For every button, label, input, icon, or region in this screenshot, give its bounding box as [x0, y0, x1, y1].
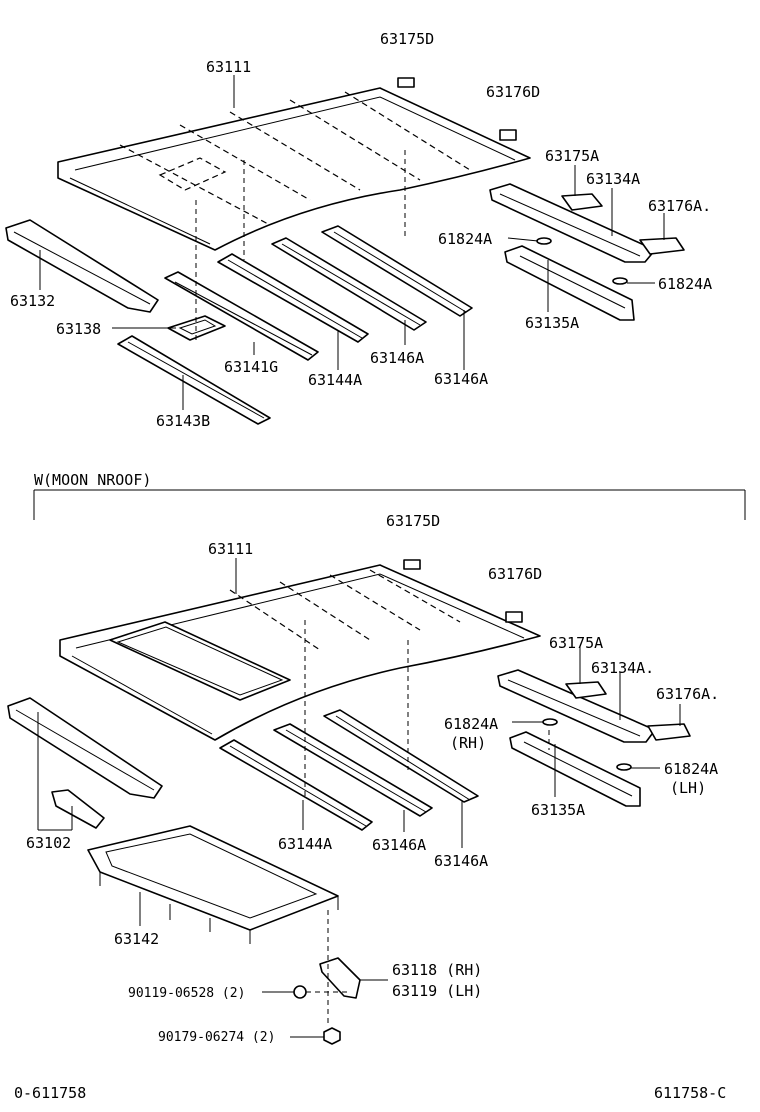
label-63132: 63132 [10, 292, 55, 310]
label-63146A-1: 63146A [370, 349, 424, 367]
roof-panel-63111 [57, 87, 531, 251]
rear-header-63134A-lower [497, 669, 691, 743]
label-63134A: 63134A [586, 170, 640, 188]
label-63175A-lower: 63175A [549, 634, 603, 652]
bow-63146A-2 [321, 225, 473, 317]
label-63175D: 63175D [380, 30, 434, 48]
label-rh: (RH) [450, 734, 486, 752]
rear-rail-63135A [504, 245, 635, 321]
upper-assembly [5, 75, 685, 425]
seal-61824A-lower-1 [542, 718, 558, 726]
label-63134A-lower: 63134A. [591, 659, 654, 677]
footer-left-code: 0-611758 [14, 1084, 86, 1102]
label-63111: 63111 [206, 58, 251, 76]
label-61824A-lower-2: 61824A [664, 760, 718, 778]
label-63146A-2: 63146A [434, 370, 488, 388]
clip-63176D-lower [505, 611, 523, 623]
label-63176A: 63176A. [648, 197, 711, 215]
nut-90179-06274 [323, 1027, 341, 1045]
label-63144A-lower: 63144A [278, 835, 332, 853]
label-63176A-lower: 63176A. [656, 685, 719, 703]
label-61824A-1: 61824A [438, 230, 492, 248]
rear-rail-63135A-lower [509, 731, 641, 807]
clip-63175D-lower [403, 559, 421, 570]
label-63146A-lower-1: 63146A [372, 836, 426, 854]
label-63118: 63118 (RH) [392, 961, 482, 979]
footer-right-code: 611758-C [654, 1084, 726, 1102]
clip-63176D [499, 129, 517, 141]
label-lh: (LH) [670, 779, 706, 797]
seal-61824A-lower-2 [616, 763, 632, 771]
clip-63175D [397, 77, 415, 88]
label-63138: 63138 [56, 320, 101, 338]
bow-63141G [164, 271, 319, 361]
label-63176D: 63176D [486, 83, 540, 101]
label-63141G: 63141G [224, 358, 278, 376]
roof-panel-moonroof-63111 [59, 564, 541, 741]
label-63135A: 63135A [525, 314, 579, 332]
bracket-63118-63119 [319, 957, 361, 999]
label-63102: 63102 [26, 834, 71, 852]
sunroof-housing-63142 [87, 825, 339, 944]
label-63143B: 63143B [156, 412, 210, 430]
seal-61824A-2 [612, 277, 628, 285]
front-header-63102 [7, 697, 163, 829]
label-61824A-lower-1: 61824A [444, 715, 498, 733]
moonroof-section-bracket [33, 489, 746, 520]
label-63135A-lower: 63135A [531, 801, 585, 819]
label-bolt-90119-06528: 90119-06528 (2) [128, 986, 245, 1001]
label-63144A: 63144A [308, 371, 362, 389]
rear-header-63134A [489, 183, 685, 263]
lower-assembly [7, 558, 691, 1045]
label-63175A: 63175A [545, 147, 599, 165]
label-61824A-2: 61824A [658, 275, 712, 293]
seal-61824A-1 [536, 237, 552, 245]
label-63111-lower: 63111 [208, 540, 253, 558]
label-63142: 63142 [114, 930, 159, 948]
label-nut-90179-06274: 90179-06274 (2) [158, 1030, 275, 1045]
label-63175D-lower: 63175D [386, 512, 440, 530]
front-header-63132 [5, 219, 159, 313]
bolt-90119-06528 [293, 985, 307, 999]
label-63119: 63119 (LH) [392, 982, 482, 1000]
label-63146A-lower-2: 63146A [434, 852, 488, 870]
label-63176D-lower: 63176D [488, 565, 542, 583]
section-title: W(MOON NROOF) [34, 471, 151, 489]
bow-63146A-lower-1 [273, 723, 433, 817]
